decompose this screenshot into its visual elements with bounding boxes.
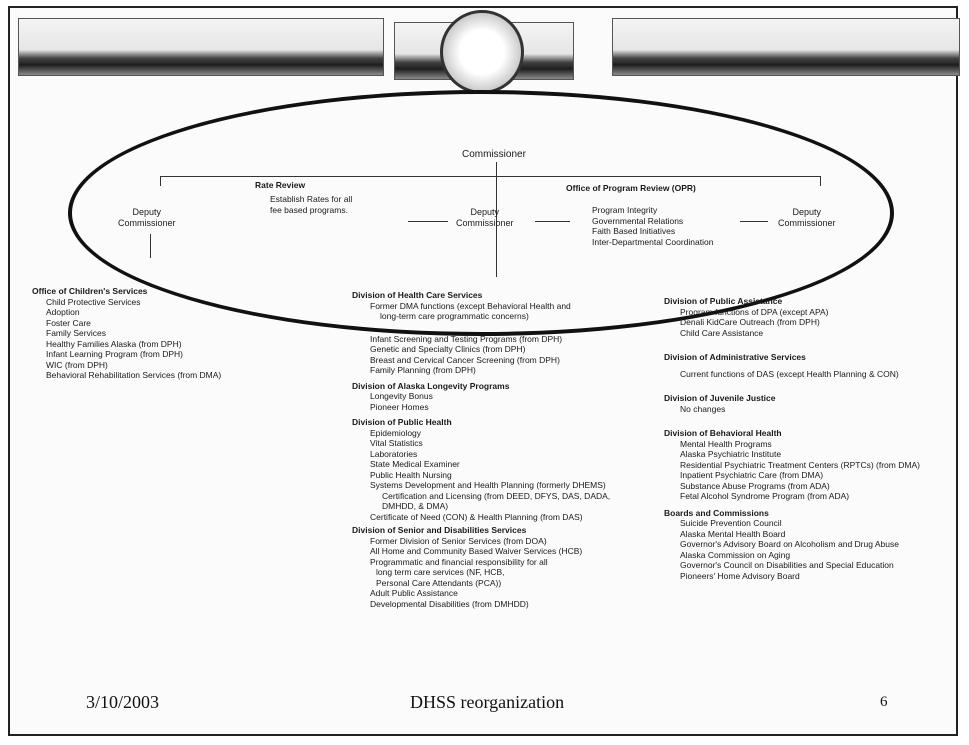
footer-page-number: 6 bbox=[880, 694, 888, 710]
section-item: Pioneer Homes bbox=[370, 401, 429, 412]
section-item: Governor's Advisory Board on Alcoholism … bbox=[680, 539, 899, 549]
section-list: Suicide Prevention Council Alaska Mental… bbox=[664, 518, 920, 581]
deputy-commissioner-right: Deputy Commissioner bbox=[778, 207, 836, 228]
section-item: No changes bbox=[680, 403, 726, 414]
opr-item: Program Integrity bbox=[592, 205, 658, 215]
section-item: Current functions of DAS (except Health … bbox=[680, 368, 899, 379]
section-item: Breast and Cervical Cancer Screening (fr… bbox=[370, 354, 560, 365]
section-item: Alaska Psychiatric Institute bbox=[680, 449, 782, 459]
opr-item: Governmental Relations bbox=[592, 215, 684, 226]
section-heading: Division of Health Care Services bbox=[352, 290, 483, 300]
footer-title: DHSS reorganization bbox=[410, 692, 565, 712]
section-item: Certificate of Need (CON) & Health Plann… bbox=[370, 511, 583, 522]
section-item: Adult Public Assistance bbox=[370, 588, 458, 598]
ocs-item: Adoption bbox=[46, 307, 80, 317]
section-item: Pioneers' Home Advisory Board bbox=[680, 570, 800, 581]
section-heading: Division of Juvenile Justice bbox=[664, 393, 776, 403]
section-item: Governor's Council on Disabilities and S… bbox=[680, 560, 894, 570]
section-list: Current functions of DAS (except Health … bbox=[664, 369, 920, 380]
ocs-item: Family Services bbox=[46, 328, 106, 338]
ocs-item: Child Protective Services bbox=[46, 296, 141, 307]
section-item: long term care services (NF, HCB, bbox=[376, 567, 505, 577]
left-deputy-vertical-line bbox=[150, 234, 151, 258]
section-heading: Division of Administrative Services bbox=[664, 352, 806, 362]
center-right-connector bbox=[535, 221, 570, 222]
right-drop-line bbox=[820, 176, 821, 186]
rate-review-title: Rate Review bbox=[255, 180, 306, 190]
section-heading: Boards and Commissions bbox=[664, 507, 769, 518]
footer-date: 3/10/2003 bbox=[86, 692, 160, 712]
section-list: Former Division of Senior Services (from… bbox=[352, 536, 610, 610]
ocs-item: WIC (from DPH) bbox=[46, 359, 108, 370]
center-left-connector bbox=[408, 221, 448, 222]
section-item: Laboratories bbox=[370, 448, 418, 459]
section-item: Inpatient Psychiatric Care (from DMA) bbox=[680, 470, 824, 480]
section-list: Longevity Bonus Pioneer Homes bbox=[352, 391, 610, 412]
opr-item: Faith Based Initiatives bbox=[592, 226, 676, 236]
rate-review-text: Establish Rates for all fee based progra… bbox=[270, 194, 353, 215]
section-item: Programmatic and financial responsibilit… bbox=[370, 556, 548, 567]
left-column: Office of Children's Services Child Prot… bbox=[32, 286, 221, 381]
section-item: Longevity Bonus bbox=[370, 391, 433, 401]
section-item: Former DMA functions (except Behavioral … bbox=[370, 300, 571, 311]
ocs-heading: Office of Children's Services bbox=[32, 286, 148, 296]
section-item: Fetal Alcohol Syndrome Program (from ADA… bbox=[680, 491, 850, 501]
section-heading: Division of Public Health bbox=[352, 417, 452, 427]
section-item: Residential Psychiatric Treatment Center… bbox=[680, 459, 920, 470]
section-item: Certification and Licensing (from DEED, … bbox=[382, 490, 611, 501]
opr-title: Office of Program Review (OPR) bbox=[566, 183, 696, 193]
commissioner-horizontal-line bbox=[160, 176, 820, 177]
ocs-item: Behavioral Rehabilitation Services (from… bbox=[46, 370, 222, 380]
center-column: Division of Health Care Services Former … bbox=[352, 290, 610, 609]
section-list: Epidemiology Vital Statistics Laboratori… bbox=[352, 428, 610, 523]
ocs-list: Child Protective Services Adoption Foste… bbox=[32, 297, 221, 381]
section-item: DMHDD, & DMA) bbox=[382, 501, 449, 511]
commissioner-label: Commissioner bbox=[462, 149, 526, 160]
deputy-commissioner-center: Deputy Commissioner bbox=[456, 207, 514, 228]
section-item: Mental Health Programs bbox=[680, 438, 772, 449]
section-item: long-term care programmatic concerns) bbox=[380, 311, 529, 321]
section-item: Denali KidCare Outreach (from DPH) bbox=[680, 317, 820, 327]
section-list: No changes bbox=[664, 404, 920, 415]
section-item: Alaska Commission on Aging bbox=[680, 549, 791, 560]
section-item: All Home and Community Based Waiver Serv… bbox=[370, 546, 583, 556]
section-item: Vital Statistics bbox=[370, 438, 423, 448]
section-list: Former DMA functions (except Behavioral … bbox=[352, 301, 610, 376]
section-item: State Medical Examiner bbox=[370, 459, 460, 469]
section-item: Public Health Nursing bbox=[370, 469, 452, 480]
section-item: Personal Care Attendants (PCA)) bbox=[376, 577, 502, 588]
section-item: Child Care Assistance bbox=[680, 327, 764, 338]
ocs-item: Healthy Families Alaska (from DPH) bbox=[46, 338, 182, 349]
state-seal-logo bbox=[440, 10, 524, 94]
right-column: Division of Public Assistance Program fu… bbox=[664, 296, 920, 581]
right-connector bbox=[740, 221, 768, 222]
section-item: Substance Abuse Programs (from ADA) bbox=[680, 480, 830, 491]
section-heading: Division of Public Assistance bbox=[664, 296, 783, 306]
section-item: Genetic and Specialty Clinics (from DPH) bbox=[370, 344, 526, 354]
section-item: Former Division of Senior Services (from… bbox=[370, 535, 547, 546]
section-item: Program functions of DPA (except APA) bbox=[680, 306, 829, 317]
section-item: Developmental Disabilities (from DMHDD) bbox=[370, 598, 529, 609]
section-list: Program functions of DPA (except APA) De… bbox=[664, 307, 920, 339]
section-item: Family Planning (from DPH) bbox=[370, 365, 476, 375]
section-item: Alaska Mental Health Board bbox=[680, 528, 786, 539]
leadership-ellipse bbox=[68, 90, 894, 336]
ocs-item: Infant Learning Program (from DPH) bbox=[46, 349, 183, 359]
section-item: Epidemiology bbox=[370, 427, 422, 438]
deputy-commissioner-left: Deputy Commissioner bbox=[118, 207, 176, 228]
section-list: Mental Health Programs Alaska Psychiatri… bbox=[664, 439, 920, 502]
section-item: Infant Screening and Testing Programs (f… bbox=[370, 333, 563, 344]
opr-list: Program Integrity Governmental Relations… bbox=[592, 205, 713, 247]
commissioner-vertical-line bbox=[496, 162, 497, 277]
left-banner-image bbox=[18, 18, 384, 76]
section-heading: Division of Behavioral Health bbox=[664, 428, 782, 438]
section-item: Systems Development and Health Planning … bbox=[370, 480, 606, 490]
section-item: Suicide Prevention Council bbox=[680, 518, 782, 528]
opr-item: Inter-Departmental Coordination bbox=[592, 236, 714, 247]
right-banner-image bbox=[612, 18, 960, 76]
section-heading: Division of Senior and Disabilities Serv… bbox=[352, 525, 527, 535]
ocs-item: Foster Care bbox=[46, 317, 91, 328]
section-heading: Division of Alaska Longevity Programs bbox=[352, 380, 510, 391]
left-drop-line bbox=[160, 176, 161, 186]
